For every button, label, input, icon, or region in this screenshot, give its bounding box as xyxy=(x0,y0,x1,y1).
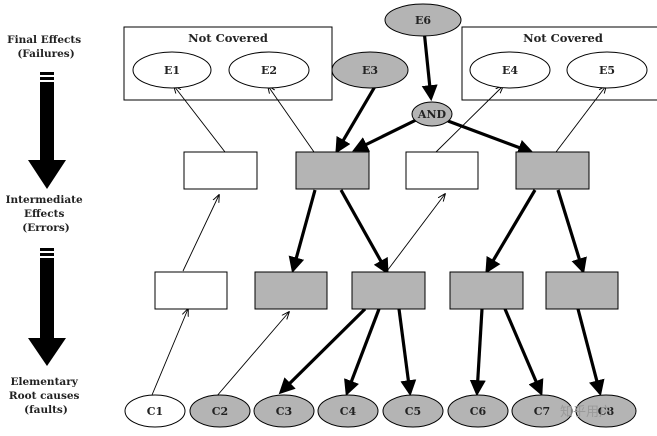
left-arrow-bottom xyxy=(28,248,66,366)
root-cause-c1: C1 xyxy=(124,394,186,428)
root-cause-c7: C7 xyxy=(511,394,573,428)
svg-text:C3: C3 xyxy=(276,405,292,418)
final-effect-e3: E3 xyxy=(331,51,409,89)
svg-text:C1: C1 xyxy=(147,405,163,418)
intermediate-upper-4 xyxy=(515,151,590,190)
svg-text:C6: C6 xyxy=(470,405,487,418)
root-cause-c2: C2 xyxy=(189,394,251,428)
intermediate-lower-1 xyxy=(154,271,228,310)
root-cause-c6: C6 xyxy=(447,394,509,428)
intermediate-upper-1 xyxy=(183,151,258,190)
label-intermediate-effects: Intermediate Effects (Errors) xyxy=(6,194,87,234)
svg-text:Not Covered: Not Covered xyxy=(188,31,268,45)
svg-text:E5: E5 xyxy=(599,64,615,77)
final-effect-e5: E5 xyxy=(566,51,648,89)
root-cause-c5: C5 xyxy=(382,394,444,428)
final-effect-e2: E2 xyxy=(228,51,310,89)
left-arrow-top xyxy=(28,72,66,189)
thick-arrows xyxy=(278,29,605,397)
label-elementary-root-causes: Elementary Root causes (faults) xyxy=(9,376,83,416)
root-cause-c3: C3 xyxy=(253,394,315,428)
svg-text:E2: E2 xyxy=(261,64,277,77)
intermediate-upper-3 xyxy=(405,151,479,190)
intermediate-lower-5 xyxy=(545,271,619,310)
svg-text:E4: E4 xyxy=(502,64,518,77)
top-event-e6: E6 xyxy=(384,3,462,37)
not-covered-box-right: Not Covered xyxy=(461,26,657,101)
thin-arrows xyxy=(151,86,606,398)
svg-text:C2: C2 xyxy=(212,405,228,418)
svg-text:E1: E1 xyxy=(164,64,180,77)
svg-text:E6: E6 xyxy=(415,14,431,27)
root-cause-c4: C4 xyxy=(317,394,379,428)
not-covered-box-left: Not Covered xyxy=(123,26,333,101)
svg-text:AND: AND xyxy=(417,108,447,121)
svg-text:E3: E3 xyxy=(362,64,378,77)
intermediate-lower-3 xyxy=(351,271,426,310)
and-gate: AND xyxy=(411,101,453,127)
svg-text:C7: C7 xyxy=(534,405,550,418)
label-final-effects: Final Effects (Failures) xyxy=(7,34,85,60)
root-cause-c8: C8 xyxy=(575,394,637,428)
watermark: 知乎用户 xyxy=(560,404,612,420)
final-effect-e1: E1 xyxy=(132,51,212,89)
final-effect-e4: E4 xyxy=(469,51,551,89)
svg-text:C5: C5 xyxy=(405,405,421,418)
intermediate-lower-4 xyxy=(449,271,524,310)
intermediate-lower-2 xyxy=(254,271,328,310)
intermediate-upper-2 xyxy=(295,151,370,190)
svg-text:Not Covered: Not Covered xyxy=(523,31,603,45)
svg-text:C4: C4 xyxy=(340,405,357,418)
svg-text:C8: C8 xyxy=(598,405,615,418)
